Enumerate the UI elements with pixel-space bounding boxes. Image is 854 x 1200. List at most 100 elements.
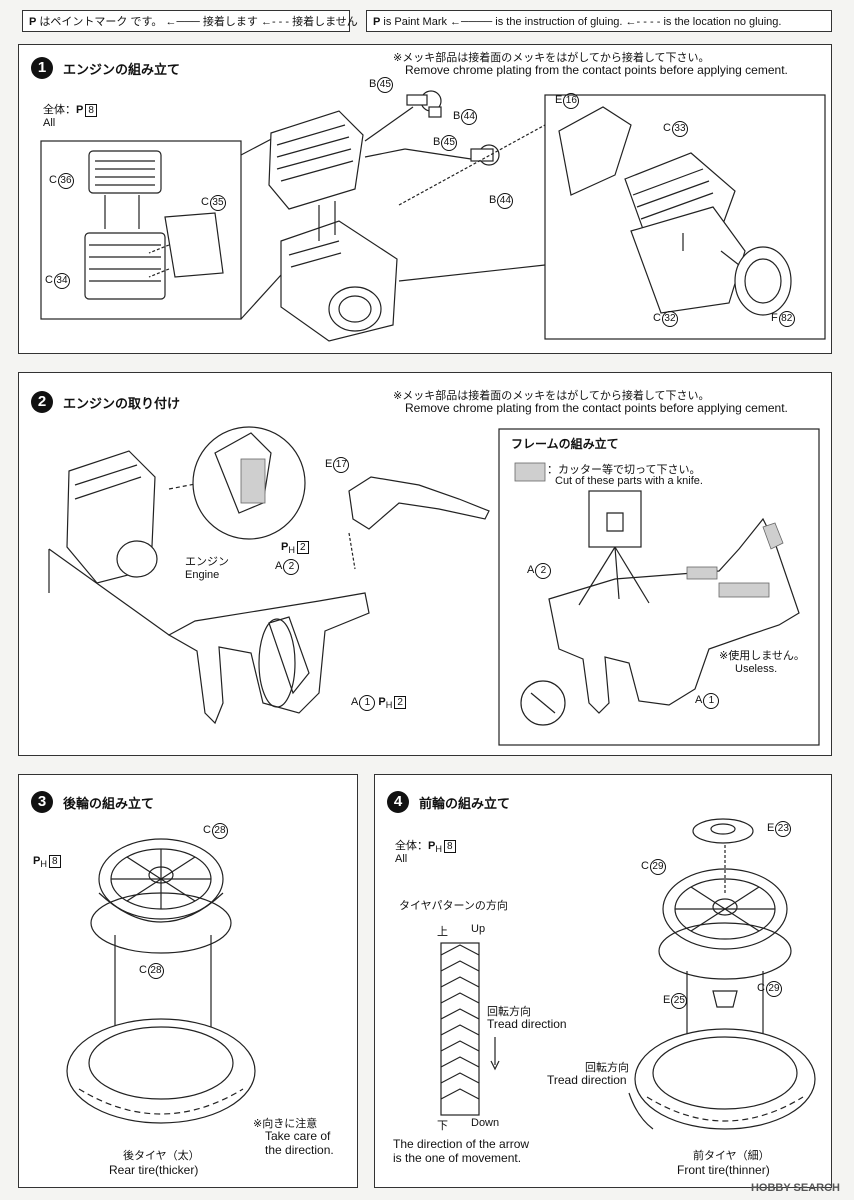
care-note-jp: ※向きに注意	[253, 1118, 318, 1130]
tread-rot2-en: Tread direction	[547, 1073, 627, 1087]
front-wheel-drawing	[440, 818, 816, 1130]
front-wheel-half	[658, 922, 792, 980]
rear-tire-part	[66, 1018, 256, 1124]
cylinder-cover-part	[164, 212, 224, 278]
front-hub-cap-part	[692, 818, 754, 844]
useless-note-jp: ※使用しません。	[719, 650, 805, 662]
rear-tire-label-en: Rear tire(thicker)	[109, 1163, 199, 1177]
rear-wheel-drawing	[66, 838, 256, 1124]
step-title: 前輪の組み立て	[419, 796, 511, 811]
arrow-note-line1: The direction of the arrow	[393, 1137, 530, 1151]
tread-up-jp: 上	[437, 926, 448, 938]
chrome-note-en: Remove chrome plating from the contact p…	[405, 401, 788, 415]
tread-pattern-title: タイヤパターンの方向	[399, 900, 508, 912]
legend-paint-mark-text-en: is Paint Mark	[383, 16, 447, 28]
watermark: HOBBY SEARCH	[750, 1182, 840, 1194]
rear-fender-part	[348, 476, 490, 530]
step-number: 1	[31, 57, 53, 79]
care-note-en1: Take care of	[265, 1129, 331, 1143]
engine-label-jp: エンジン	[185, 556, 229, 568]
glue-arrow-icon-en: ←────	[450, 16, 493, 28]
chrome-note-en: Remove chrome plating from the contact p…	[405, 63, 788, 77]
step-title: エンジンの組み立て	[63, 62, 181, 77]
paint-all-label: 全体：	[43, 104, 76, 116]
legend-noglue-text-en: is the location no gluing.	[663, 16, 782, 28]
rotation-arrow	[628, 1092, 654, 1130]
cylinder-head-part	[88, 150, 162, 194]
paint-mark-symbol: P	[76, 104, 84, 116]
tread-pattern-strip	[440, 942, 480, 1116]
legend-english: P is Paint Mark ←──── is the instruction…	[366, 10, 832, 32]
frame-assembly	[167, 592, 370, 725]
cut-note-en: Cut of these parts with a knife.	[555, 475, 703, 487]
step-number: 3	[31, 791, 53, 813]
front-tire-label-en: Front tire(thinner)	[677, 1163, 770, 1177]
engine-parts-detail-box	[544, 94, 826, 340]
paint-mark-symbol: P	[29, 16, 37, 28]
cut-note-jp: ：カッター等で切って下さい。	[547, 464, 701, 476]
noglue-arrow-icon-en: ←- - - -	[625, 16, 661, 28]
rear-tire-label-jp: 後タイヤ（太）	[123, 1150, 200, 1162]
engine-assembly	[66, 450, 158, 584]
glue-arrow-icon: ←───	[165, 16, 200, 28]
chrome-note-jp: ※メッキ部品は接着面のメッキをはがしてから接着して下さい。	[393, 52, 710, 64]
legend-noglue-text: 接着しません	[292, 16, 358, 28]
noglue-arrow-icon: ←- - -	[260, 16, 290, 28]
legend-paint-mark-text: はペイントマーク です。	[39, 16, 163, 28]
cut-sample-swatch	[514, 462, 546, 482]
step1-panel: 1 エンジンの組み立て ※メッキ部品は接着面のメッキをはがしてから接着して下さい…	[18, 44, 832, 354]
step-number: 4	[387, 791, 409, 813]
paint-all-en: All	[395, 853, 408, 865]
tread-rot2-jp: 回転方向	[585, 1062, 629, 1074]
arrow-note-line2: is the one of movement.	[393, 1151, 522, 1165]
cylinder-block-part	[84, 232, 166, 300]
step2-panel: 2 エンジンの取り付け ※メッキ部品は接着面のメッキをはがしてから接着して下さい…	[18, 372, 832, 756]
paint-mark-symbol-en: P	[373, 16, 381, 28]
frame-detail-box	[498, 428, 820, 746]
legend-japanese: P はペイントマーク です。 ←─── 接着します ←- - - 接着しません	[22, 10, 358, 32]
rear-wheel-half	[90, 892, 232, 954]
frame-detail-title: フレームの組み立て	[511, 437, 619, 451]
chrome-fitting-part-lower	[470, 144, 500, 166]
chrome-note-jp: ※メッキ部品は接着面のメッキをはがしてから接着して下さい。	[393, 390, 710, 402]
step-number: 2	[31, 391, 53, 413]
step-title: エンジンの取り付け	[63, 396, 181, 411]
legend-glue-text-en: is the instruction of gluing.	[495, 16, 623, 28]
tread-down-jp: 下	[437, 1120, 448, 1132]
cut-detail-box	[588, 490, 642, 548]
engine-assembly-drawing	[40, 90, 826, 342]
chrome-fitting-part-upper	[406, 90, 442, 118]
engine-label-en: Engine	[185, 569, 220, 581]
side-cover-part	[734, 246, 792, 316]
care-note-en2: the direction.	[265, 1143, 334, 1157]
tread-rot-en: Tread direction	[487, 1017, 567, 1031]
paint-all-en: All	[43, 117, 56, 129]
engine-crankcase-part	[280, 220, 398, 342]
cylinder-detail-box	[40, 140, 242, 320]
front-tire-label-jp: 前タイヤ（細）	[693, 1150, 770, 1162]
front-axle-part	[712, 990, 738, 1008]
